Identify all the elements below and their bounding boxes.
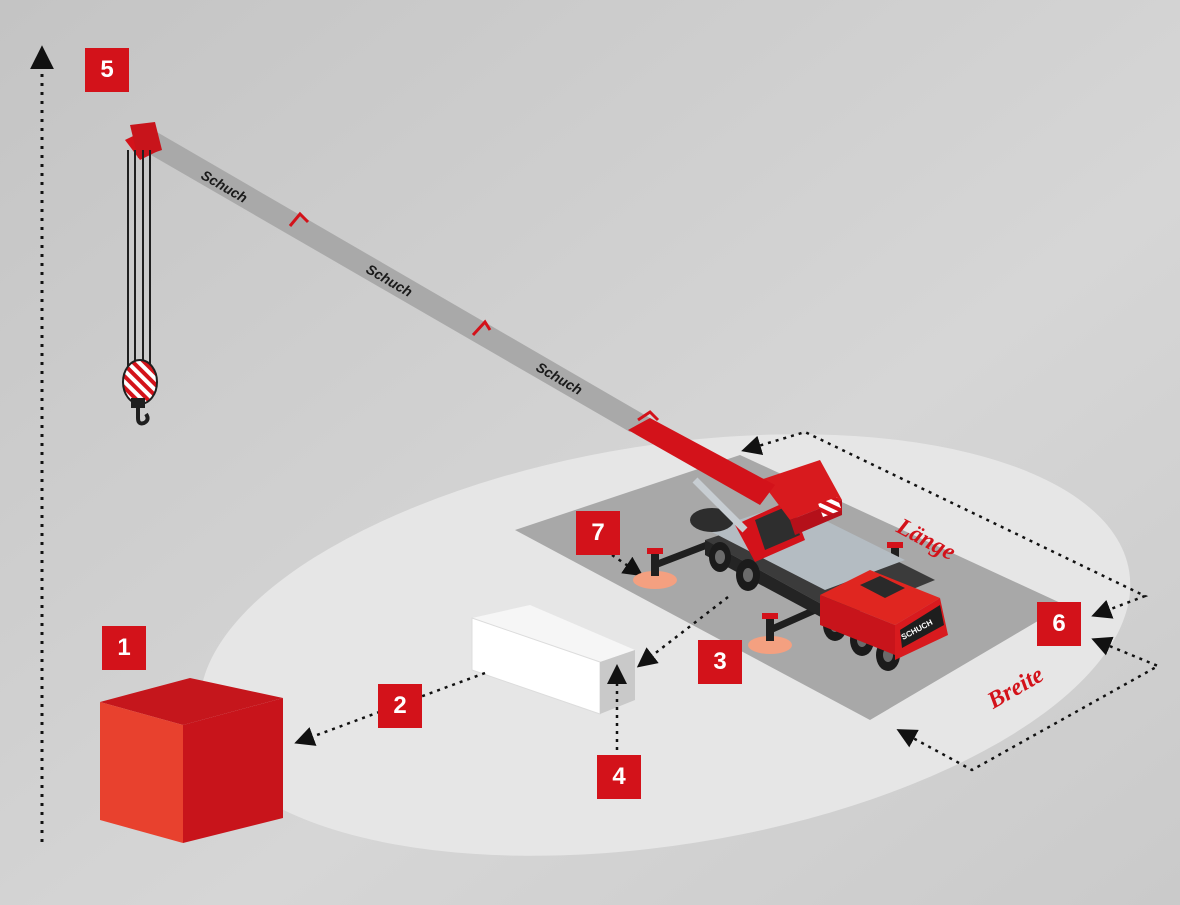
marker-5: 5 [85, 48, 129, 92]
length-dimension-line [741, 430, 1149, 619]
cargo-box-icon [100, 678, 283, 843]
dashed-arrows [294, 430, 1161, 772]
marker-1: 1 [102, 626, 146, 670]
arrow-to-obstacle [636, 596, 729, 668]
width-dimension-line [896, 636, 1161, 772]
marker-3: 3 [698, 640, 742, 684]
crane-superstructure [690, 460, 842, 562]
truck-cab: SCHUCH [820, 570, 948, 660]
marker-7: 7 [576, 511, 620, 555]
marker-2: 2 [378, 684, 422, 728]
arrow-to-outrigger [611, 553, 644, 577]
arrow-to-cargo [294, 671, 486, 746]
marker-6: 6 [1037, 602, 1081, 646]
outrigger-pads [633, 571, 792, 654]
crane-icon: SCHUCH [647, 460, 948, 671]
hook-icon [122, 150, 158, 426]
marker-4: 4 [597, 755, 641, 799]
crane-boom: Schuch Schuch Schuch [125, 122, 775, 505]
